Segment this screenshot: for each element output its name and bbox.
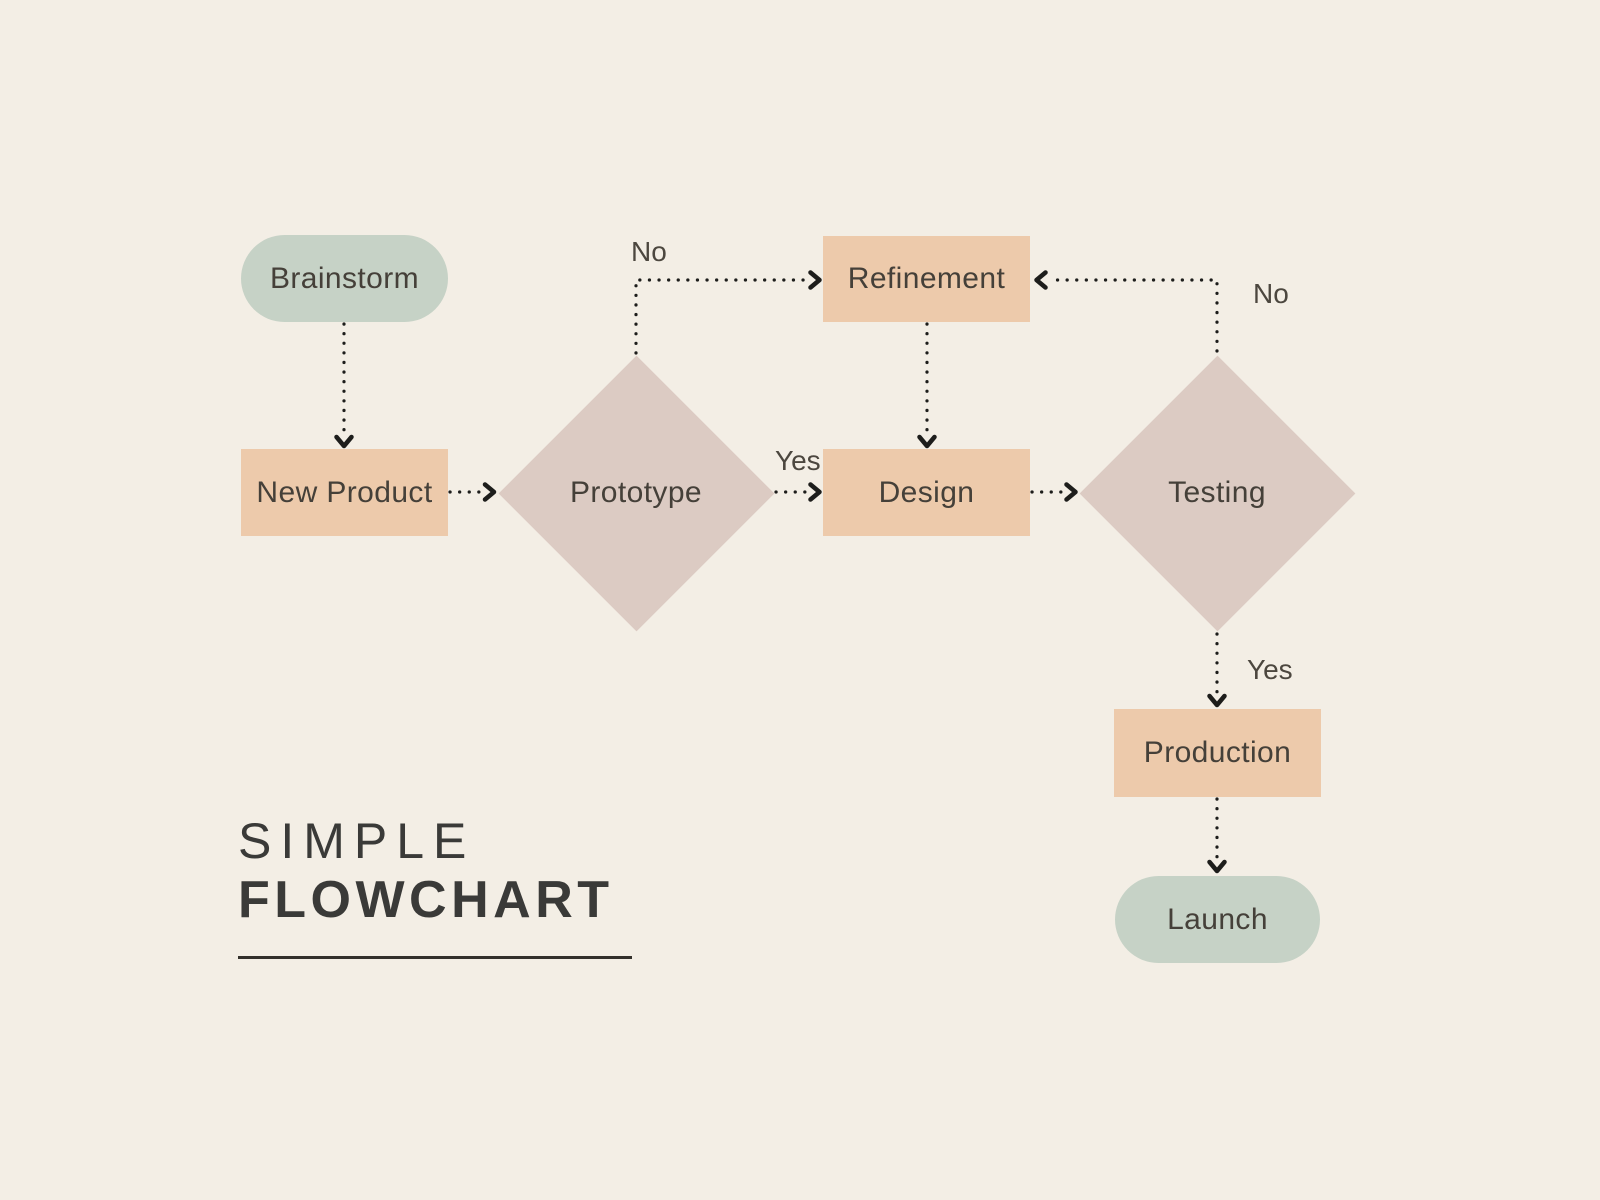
- node-production-label: Production: [1143, 736, 1292, 769]
- node-design: Design: [823, 449, 1030, 536]
- page-title-line1: SIMPLE: [238, 813, 476, 869]
- edge-label-prototype-no: No: [631, 236, 667, 267]
- page-title-line2: FLOWCHART: [238, 871, 614, 929]
- edge-production-to-launch: [1207, 797, 1227, 874]
- edge-label-testing-yes: Yes: [1247, 654, 1293, 685]
- node-production: Production: [1114, 709, 1321, 797]
- node-prototype: Prototype: [498, 355, 774, 631]
- node-new-product: New Product: [241, 449, 448, 536]
- edge-brainstorm-to-new-product: [334, 322, 354, 449]
- node-refinement: Refinement: [823, 236, 1030, 322]
- node-brainstorm: Brainstorm: [241, 235, 448, 322]
- node-prototype-label: Prototype: [569, 476, 702, 509]
- node-launch: Launch: [1115, 876, 1320, 963]
- edge-label-testing-no: No: [1253, 278, 1289, 309]
- edge-testing-to-production-yes: [1207, 632, 1227, 708]
- node-refinement-label: Refinement: [847, 262, 1006, 295]
- node-launch-label: Launch: [1167, 902, 1268, 936]
- title-block: SIMPLE FLOWCHART: [238, 812, 638, 959]
- edge-design-to-testing: [1030, 482, 1078, 502]
- edge-prototype-to-refinement-no: [634, 270, 822, 355]
- node-new-product-label: New Product: [256, 475, 433, 509]
- edge-prototype-to-design-yes: [774, 482, 822, 502]
- node-testing: Testing: [1079, 355, 1355, 631]
- edge-testing-to-refinement-no: [1034, 270, 1219, 353]
- edge-refinement-to-design: [917, 322, 937, 449]
- node-design-label: Design: [878, 475, 975, 509]
- edge-label-prototype-yes: Yes: [775, 445, 821, 476]
- title-underline: [238, 956, 632, 959]
- node-testing-label: Testing: [1168, 476, 1266, 509]
- node-brainstorm-label: Brainstorm: [269, 261, 420, 295]
- edge-new-product-to-prototype: [448, 482, 497, 502]
